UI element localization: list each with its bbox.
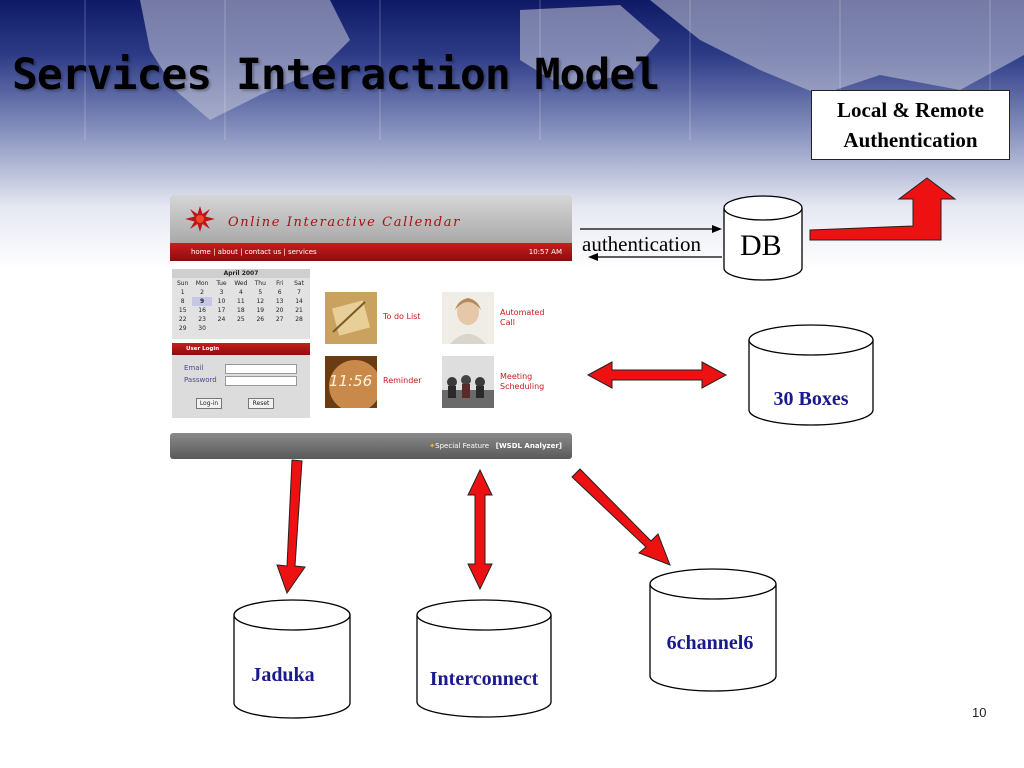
thirty-boxes-label: 30 Boxes — [773, 388, 849, 410]
calendar-day[interactable]: 3 — [219, 289, 224, 296]
calendar-day[interactable]: 7 — [297, 289, 301, 296]
reminder-clock-digits: 11:56 — [329, 372, 372, 390]
automated-call-label[interactable]: Automated Call — [500, 308, 544, 328]
site-title: Online Interactive Callendar — [228, 215, 461, 230]
calendar-day[interactable]: 4 — [238, 289, 243, 296]
reminder-label[interactable]: Reminder — [383, 376, 422, 385]
calendar-day[interactable]: 10 — [217, 298, 226, 305]
wsdl-analyzer-link[interactable]: [WSDL Analyzer] — [495, 442, 562, 450]
calendar-day[interactable]: 25 — [237, 316, 245, 323]
site-nav: home | about | contact us | services 10:… — [170, 243, 572, 261]
meeting-scheduling-line2: Scheduling — [500, 382, 545, 391]
calendar-day[interactable]: 23 — [198, 316, 206, 323]
login-panel: User Login Email Password Log-in Reset — [172, 343, 310, 418]
calendar-weekday: Tue — [216, 280, 227, 287]
site-clock: 10:57 AM — [528, 248, 562, 256]
calendar-day — [251, 324, 270, 333]
calendar-day[interactable]: 12 — [256, 298, 265, 305]
calendar-day — [289, 324, 308, 333]
special-feature-icon: ✦ — [429, 442, 436, 450]
calendar-month: April 2007 — [172, 269, 310, 278]
calendar-day[interactable]: 19 — [256, 307, 265, 314]
automated-call-line2: Call — [500, 318, 515, 327]
calendar-weekday: Sun — [176, 280, 189, 287]
calendar-day[interactable]: 28 — [295, 316, 303, 323]
channel6-label: 6channel6 — [666, 632, 754, 654]
auth-box-line2: Authentication — [843, 128, 978, 152]
calendar-weekday: Thu — [254, 280, 266, 287]
site-nav-links[interactable]: home | about | contact us | services — [191, 248, 317, 256]
calendar-weekday: Wed — [234, 280, 248, 287]
calendar-day — [270, 324, 289, 333]
reset-button[interactable]: Reset — [248, 398, 274, 409]
automated-call-line1: Automated — [500, 308, 545, 317]
calendar-day[interactable]: 27 — [275, 316, 284, 323]
jaduka-label: Jaduka — [251, 664, 315, 686]
calendar-week-row: 1 2 3 4 5 6 7 — [173, 288, 309, 297]
todo-list-label[interactable]: To do List — [383, 312, 421, 321]
interconnect-label: Interconnect — [429, 668, 539, 690]
email-label: Email — [184, 364, 204, 372]
site-footer: ✦Special Feature [WSDL Analyzer] — [170, 433, 572, 459]
meeting-scheduling-label[interactable]: Meeting Scheduling — [500, 372, 544, 392]
site-header: Online Interactive Callendar — [170, 195, 572, 243]
calendar-week-row: 29 30 — [173, 324, 309, 333]
calendar-day[interactable]: 29 — [178, 325, 187, 332]
calendar-weekday: Fri — [276, 280, 284, 287]
page-number: 10 — [972, 705, 987, 720]
calendar-day[interactable]: 20 — [275, 307, 284, 314]
calendar-day[interactable]: 13 — [275, 298, 284, 305]
calendar-week-row: 22 23 24 25 26 27 28 — [173, 315, 309, 324]
password-field[interactable] — [225, 376, 297, 386]
calendar-day[interactable]: 15 — [178, 307, 187, 314]
reminder-clock-icon[interactable]: 11:56 — [325, 356, 377, 408]
email-field[interactable] — [225, 364, 297, 374]
slide-title: Services Interaction Model — [12, 50, 660, 100]
calendar-day[interactable]: 6 — [277, 289, 282, 296]
calendar-day[interactable]: 22 — [178, 316, 187, 323]
password-label: Password — [184, 376, 217, 384]
automated-call-icon[interactable] — [442, 292, 494, 344]
db-label: DB — [740, 229, 782, 262]
website-screenshot: Online Interactive Callendar home | abou… — [170, 195, 572, 461]
calendar-day[interactable]: 5 — [258, 289, 263, 296]
calendar-day[interactable]: 17 — [217, 307, 226, 314]
calendar-day[interactable]: 11 — [237, 298, 245, 305]
calendar-day[interactable]: 18 — [237, 307, 245, 314]
calendar-weekday: Mon — [195, 280, 209, 287]
special-feature-label: Special Feature — [435, 442, 490, 450]
login-button[interactable]: Log-in — [196, 398, 222, 409]
authentication-label: authentication — [582, 232, 701, 256]
calendar-day[interactable]: 30 — [198, 325, 206, 332]
calendar-day[interactable]: 9 — [192, 297, 212, 306]
calendar-day[interactable]: 21 — [295, 307, 303, 314]
calendar-weekday-row: Sun Mon Tue Wed Thu Fri Sat — [173, 279, 309, 288]
calendar-day[interactable]: 16 — [198, 307, 206, 314]
auth-box-line1: Local & Remote — [837, 98, 984, 122]
login-heading: User Login — [172, 343, 310, 355]
meeting-scheduling-icon[interactable] — [442, 356, 494, 408]
calendar-day[interactable]: 14 — [295, 298, 303, 305]
calendar-weekday: Sat — [294, 280, 304, 287]
calendar-day[interactable]: 1 — [180, 289, 185, 296]
calendar-day[interactable]: 24 — [217, 316, 226, 323]
auth-box: Local & Remote Authentication — [811, 90, 1010, 160]
meeting-scheduling-line1: Meeting — [500, 372, 533, 381]
calendar-day[interactable]: 26 — [256, 316, 265, 323]
todo-list-icon[interactable] — [325, 292, 377, 344]
calendar-day[interactable]: 8 — [180, 298, 185, 305]
calendar-day[interactable]: 2 — [200, 289, 204, 296]
starburst-logo-icon — [185, 206, 215, 232]
calendar-day — [231, 324, 250, 333]
site-footer-text[interactable]: ✦Special Feature [WSDL Analyzer] — [429, 433, 562, 459]
calendar-week-row: 15 16 17 18 19 20 21 — [173, 306, 309, 315]
calendar-day — [212, 324, 231, 333]
